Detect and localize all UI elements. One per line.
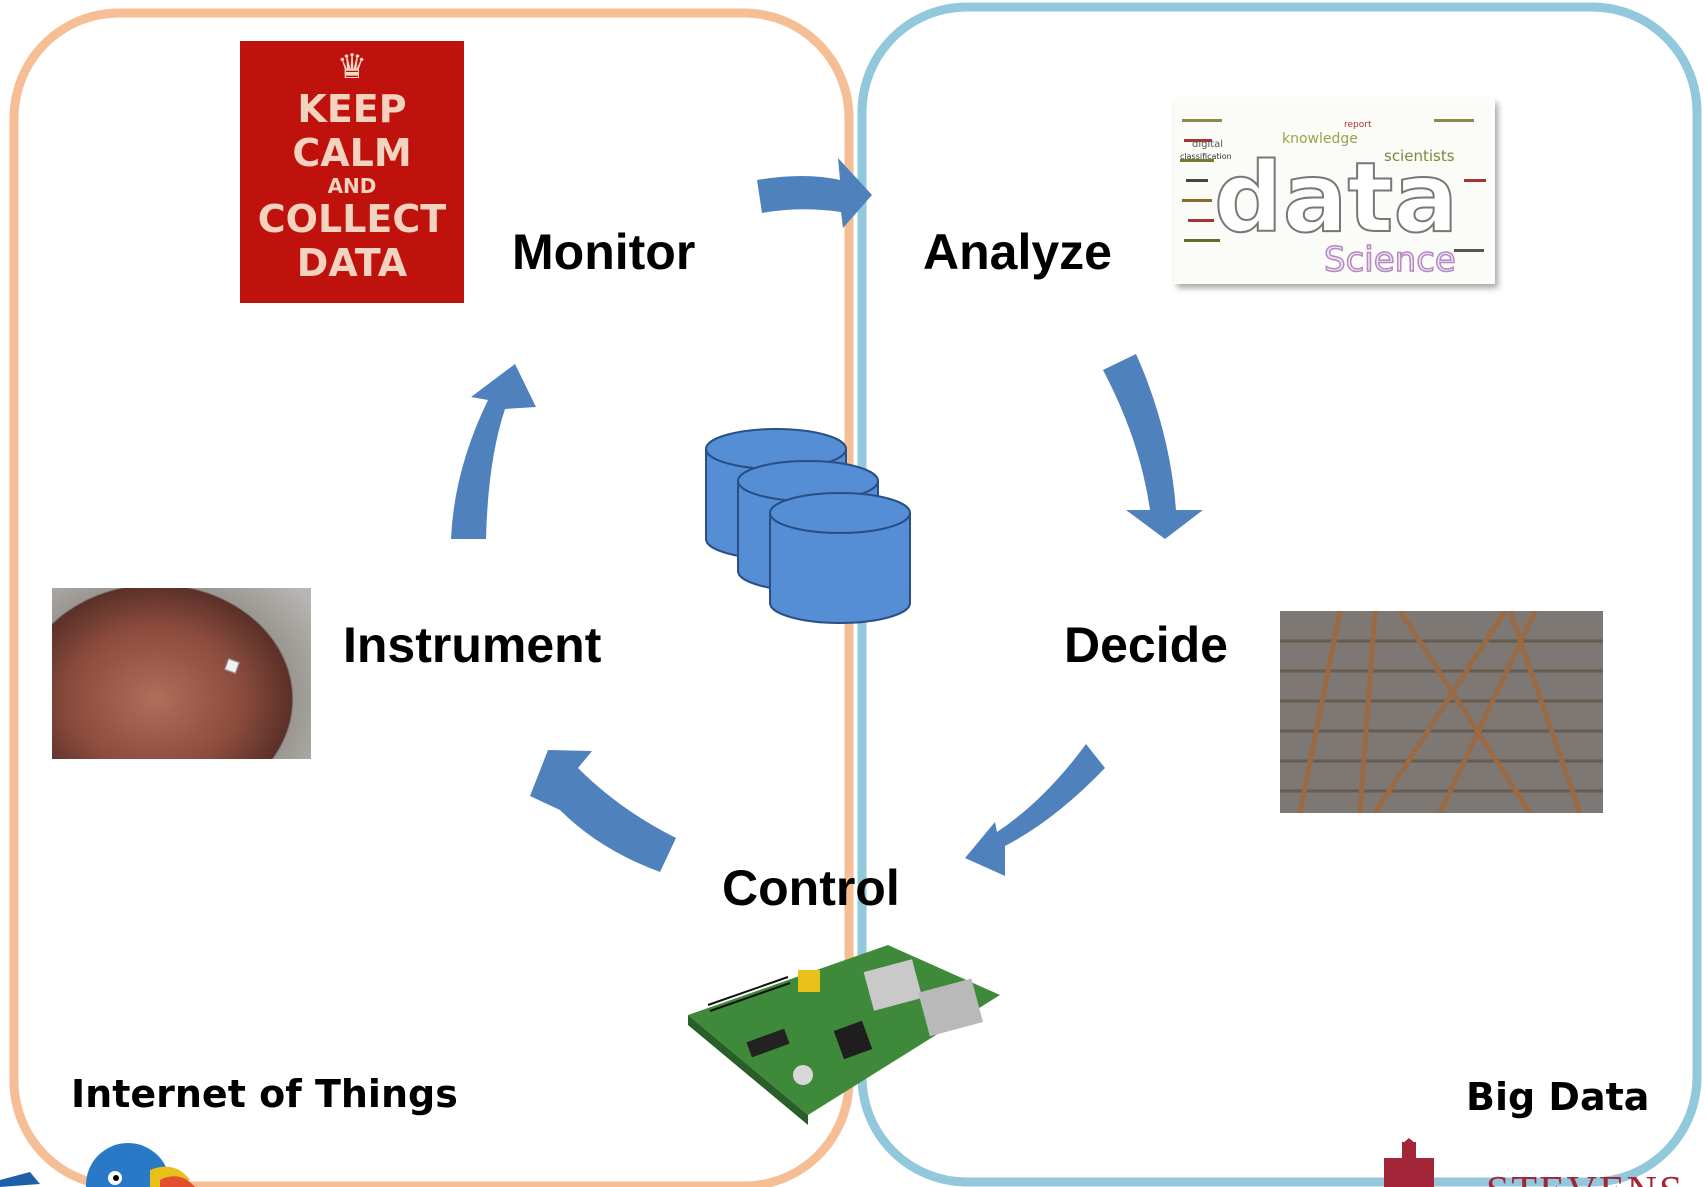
stage-decide: Decide	[1064, 617, 1228, 673]
region-label-iot: Internet of Things	[71, 1072, 458, 1116]
arrow-control-to-instrument	[530, 750, 676, 872]
arrow-instrument-to-monitor	[451, 364, 536, 539]
stevens-building-icon	[1384, 1138, 1434, 1187]
arrow-decide-to-control	[965, 744, 1105, 876]
crown-icon: ♛	[336, 47, 368, 87]
arrow-analyze-to-decide	[1103, 354, 1203, 539]
wordcloud-knowledge: knowledge	[1282, 131, 1358, 147]
arrow-monitor-to-analyze	[757, 158, 872, 228]
microchip-icon	[224, 658, 240, 674]
poster-line-calm: CALM	[292, 131, 412, 175]
poster-line-collect: COLLECT	[257, 197, 447, 241]
stage-control: Control	[722, 860, 900, 916]
bird-logo	[0, 1143, 195, 1187]
stevens-logo: STEVENS	[1380, 1138, 1706, 1187]
wordcloud-digital: digital	[1192, 139, 1223, 150]
railroad-tracks-photo	[1280, 611, 1603, 813]
raspberry-pi-board	[688, 935, 1000, 1125]
poster-line-and: AND	[327, 174, 377, 198]
keep-calm-poster: ♛ KEEP CALM AND COLLECT DATA	[240, 41, 464, 303]
region-label-bigdata: Big Data	[1466, 1075, 1650, 1119]
stevens-logo-text: STEVENS	[1486, 1168, 1684, 1187]
wordcloud-scientists: scientists	[1384, 147, 1455, 165]
wordcloud-report: report	[1344, 120, 1372, 130]
board-graphic	[688, 945, 1000, 1125]
stage-analyze: Analyze	[923, 224, 1112, 280]
poster-line-keep: KEEP	[297, 87, 407, 131]
finger-chip-photo	[52, 588, 311, 759]
wordcloud-sub-word: Science	[1324, 240, 1456, 280]
stage-instrument: Instrument	[343, 617, 602, 673]
tracks-graphic	[1280, 611, 1603, 813]
wordcloud-graphic: knowledge scientists digital classificat…	[1180, 119, 1486, 281]
wordcloud-main-word: data	[1214, 142, 1458, 254]
wordcloud-classification: classification	[1180, 152, 1232, 161]
poster-line-data: DATA	[296, 241, 408, 285]
database-icon	[705, 428, 911, 624]
stage-monitor: Monitor	[512, 224, 696, 280]
data-science-wordcloud: knowledge scientists digital classificat…	[1174, 99, 1495, 284]
